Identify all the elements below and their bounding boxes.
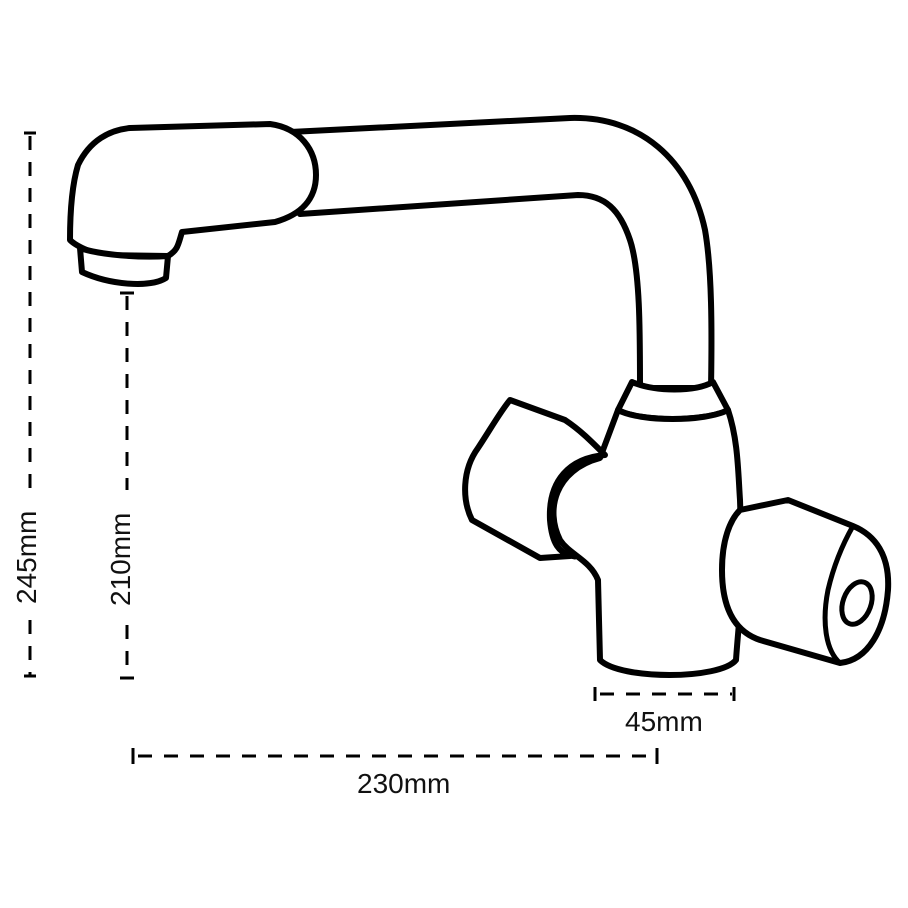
tap-body [550, 407, 745, 678]
dimension-spout-height [120, 291, 134, 680]
overall-height-label: 245mm [11, 510, 42, 604]
dimension-overall-height [24, 131, 36, 678]
right-handle-end [822, 523, 856, 666]
spout-height-label: 210mm [105, 512, 136, 606]
spout-head [67, 121, 319, 259]
dimension-base-diameter [593, 687, 736, 701]
dimension-spout-reach [131, 748, 659, 764]
base-diameter-label: 45mm [625, 706, 703, 737]
left-handle-face [547, 452, 608, 560]
spout-reach-label: 230mm [357, 768, 451, 799]
spout-arm [287, 114, 715, 391]
right-handle-indicator [839, 579, 875, 627]
aerator [77, 245, 171, 287]
